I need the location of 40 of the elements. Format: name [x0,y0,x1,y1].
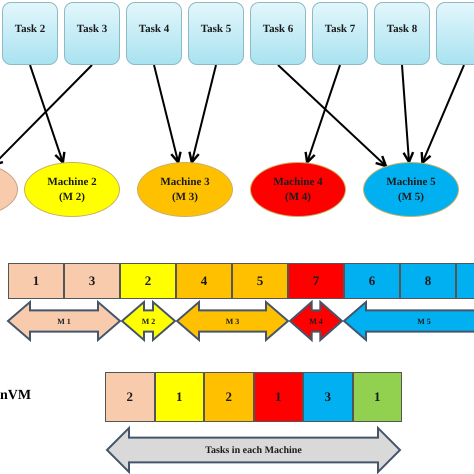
double-arrow-span: M 2 [122,302,175,340]
task-cell: 6 [344,263,400,299]
task-cell: 1 [254,372,303,422]
row-label: nVM [0,388,32,404]
task-cell: 3 [303,372,352,422]
task-cell: 4 [176,263,232,299]
arrow [304,64,341,164]
double-arrow-span: M 5 [344,302,474,340]
arrow [29,64,66,164]
arrow [153,64,182,164]
task-cell: 8 [400,263,456,299]
task-box: Task 3 [64,2,120,65]
task-cell: 2 [105,372,154,422]
task-cell: 1 [154,372,204,422]
task-cell: 3 [64,263,120,299]
task-cell: 5 [232,263,288,299]
task-box: Task 6 [250,2,306,65]
machine-ellipse: Machine 2 (M 2) [24,162,120,217]
task-cell: 7 [288,263,344,299]
arrow [0,64,93,167]
machine-ellipse: Machine 3 (M 3) [137,162,233,217]
double-arrow-span: M 1 [8,302,120,340]
arrow [188,64,217,164]
task-box: Task 7 [312,2,368,65]
task-cell: 1 [352,372,402,422]
task-box: Task 5 [188,2,244,65]
double-arrow-span: M 3 [177,302,288,340]
machine-ellipse: Machine 5 (M 5) [363,162,459,217]
task-box: Task 8 [374,2,430,65]
arrow [420,64,465,164]
arrow [277,64,388,168]
double-arrow-span: Tasks in each Machine [107,428,400,472]
task-cell: 2 [204,372,254,422]
task-cell: 1 [8,263,64,299]
task-box: Task 2 [2,2,58,65]
arrow [401,64,414,164]
task-cell: 2 [120,263,176,299]
task-box: Task 4 [126,2,182,65]
double-arrow-span: M 4 [290,302,342,340]
machine-ellipse: Machine 4 (M 4) [250,162,346,217]
